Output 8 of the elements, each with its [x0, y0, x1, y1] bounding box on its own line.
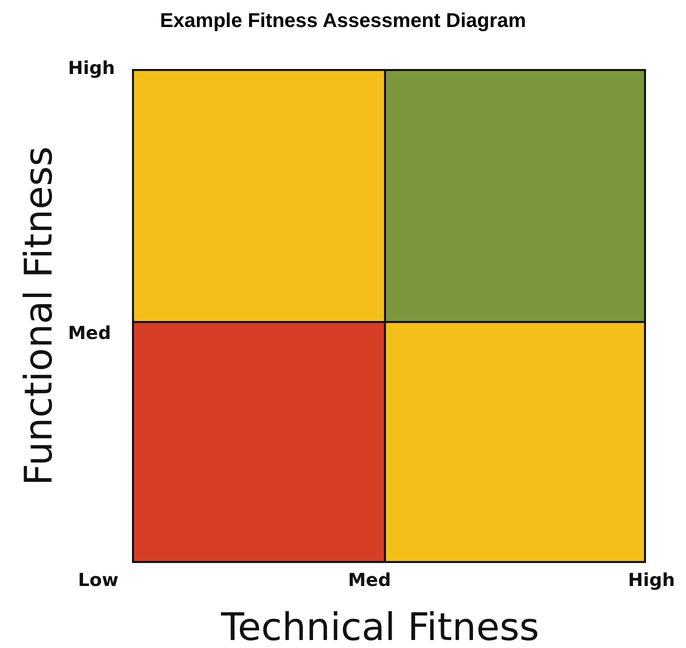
diagram-title: Example Fitness Assessment Diagram: [158, 10, 528, 33]
axis-tick-label: High: [628, 572, 675, 590]
axis-tick-label: High: [68, 60, 115, 78]
axis-tick-label: Low: [78, 572, 118, 590]
axis-title: Technical Fitness: [221, 608, 540, 646]
axis-title: Functional Fitness: [19, 146, 58, 486]
axis-tick-label: Med: [68, 325, 112, 343]
axis-tick-label: Med: [348, 572, 392, 590]
